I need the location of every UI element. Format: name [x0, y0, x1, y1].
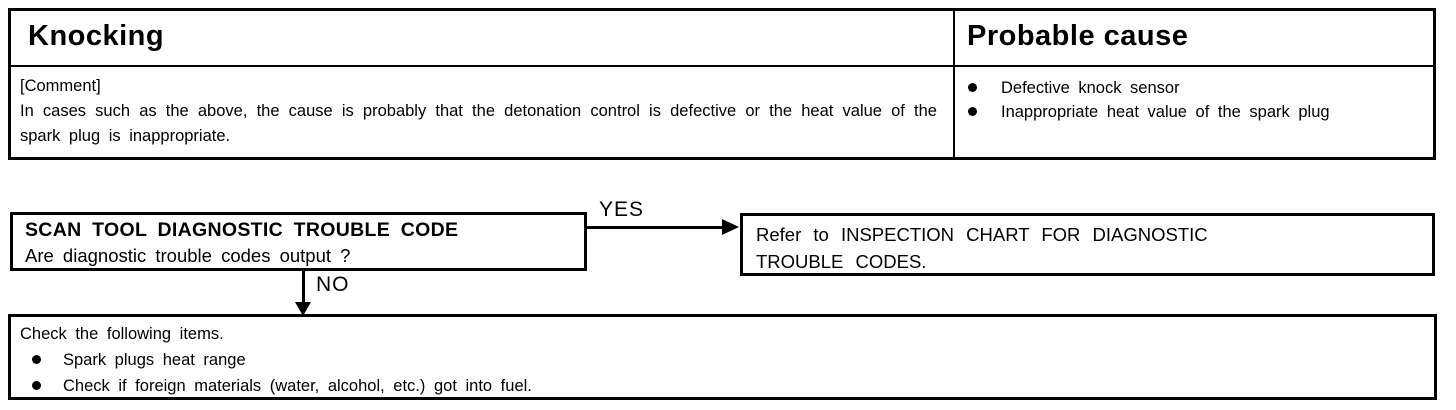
check-item-label: Spark plugs heat range: [63, 351, 246, 369]
decision-box: SCAN TOOL DIAGNOSTIC TROUBLE CODE Are di…: [10, 212, 587, 271]
probable-cause-item: Defective knock sensor: [965, 76, 1429, 100]
yes-result-text: Refer to INSPECTION CHART FOR DIAGNOSTIC…: [756, 224, 1208, 272]
arrow-right-icon: [722, 219, 739, 235]
table-header-divider-right: [955, 65, 1433, 67]
probable-cause-item-label: Inappropriate heat value of the spark pl…: [1001, 103, 1330, 121]
bullet-icon: [968, 107, 977, 116]
no-arrow-line: [302, 270, 305, 304]
probable-cause-header: Probable cause: [967, 20, 1189, 52]
symptom-title: Knocking: [28, 20, 165, 52]
probable-cause-item-label: Defective knock sensor: [1001, 79, 1180, 97]
check-item: Spark plugs heat range: [20, 347, 1434, 373]
bullet-icon: [32, 381, 41, 390]
yes-branch-label: YES: [599, 198, 645, 221]
decision-title: SCAN TOOL DIAGNOSTIC TROUBLE CODE: [25, 219, 459, 241]
symptom-table: Knocking Probable cause [Comment] In cas…: [8, 8, 1436, 160]
check-item: Check if foreign materials (water, alcoh…: [20, 373, 1434, 399]
table-header-divider-left: [11, 65, 953, 67]
table-column-divider: [953, 11, 955, 157]
yes-result-box: Refer to INSPECTION CHART FOR DIAGNOSTIC…: [740, 213, 1435, 276]
no-branch-label: NO: [316, 273, 350, 296]
probable-cause-item: Inappropriate heat value of the spark pl…: [965, 100, 1429, 124]
comment-label: [Comment]: [20, 77, 101, 95]
comment-text: In cases such as the above, the cause is…: [20, 102, 937, 145]
probable-cause-list: Defective knock sensor Inappropriate hea…: [965, 76, 1429, 124]
bullet-icon: [32, 355, 41, 364]
yes-arrow-line: [587, 226, 724, 229]
check-intro: Check the following items.: [20, 325, 224, 343]
probable-cause-cell: Defective knock sensor Inappropriate hea…: [955, 67, 1433, 157]
decision-question: Are diagnostic trouble codes output ?: [25, 245, 351, 266]
arrow-down-icon: [295, 302, 311, 316]
check-item-label: Check if foreign materials (water, alcoh…: [63, 377, 532, 395]
check-item-list: Spark plugs heat range Check if foreign …: [20, 347, 1434, 399]
no-result-box: Check the following items. Spark plugs h…: [8, 314, 1437, 400]
bullet-icon: [968, 83, 977, 92]
comment-cell: [Comment] In cases such as the above, th…: [11, 67, 953, 157]
